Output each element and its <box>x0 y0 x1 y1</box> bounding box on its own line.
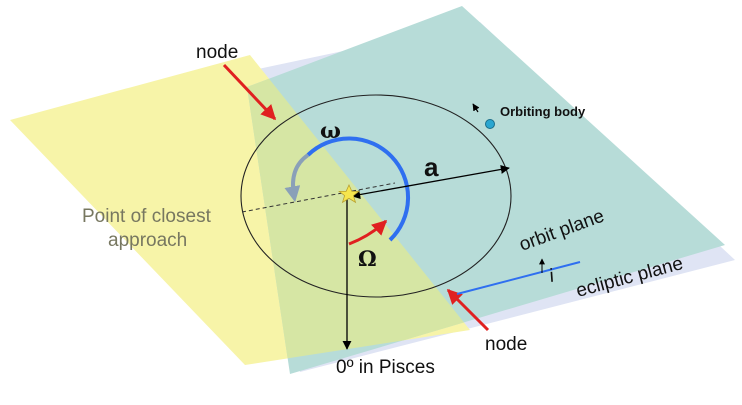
node-arrow-bottom <box>446 288 490 332</box>
reference-direction-label: 0º in Pisces <box>336 357 435 378</box>
semi-major-axis-label: a <box>424 152 439 182</box>
ecliptic-line <box>456 261 581 295</box>
plane-overlap-shape <box>247 55 470 365</box>
orbiting-body-label: Orbiting body <box>500 104 586 119</box>
Omega-label: Ω <box>358 246 377 271</box>
closest-approach-label-line2: approach <box>108 230 187 251</box>
node-label-top: node <box>196 42 238 63</box>
orbit-direction-arrow <box>472 103 480 113</box>
omega-label: ω <box>320 118 341 144</box>
node-arrow-top <box>222 63 277 121</box>
star-icon <box>338 184 360 204</box>
Omega-arc <box>348 219 388 246</box>
node-label-bottom: node <box>485 334 527 355</box>
omega-arc-return <box>284 153 310 203</box>
orbiting-body <box>485 119 495 129</box>
inclination-label: i <box>549 266 555 287</box>
orbit-ellipse <box>240 94 512 298</box>
semi-major-axis-arrow <box>351 164 510 200</box>
closest-approach-label-line1: Point of closest <box>82 206 212 227</box>
omega-arc <box>306 136 410 242</box>
